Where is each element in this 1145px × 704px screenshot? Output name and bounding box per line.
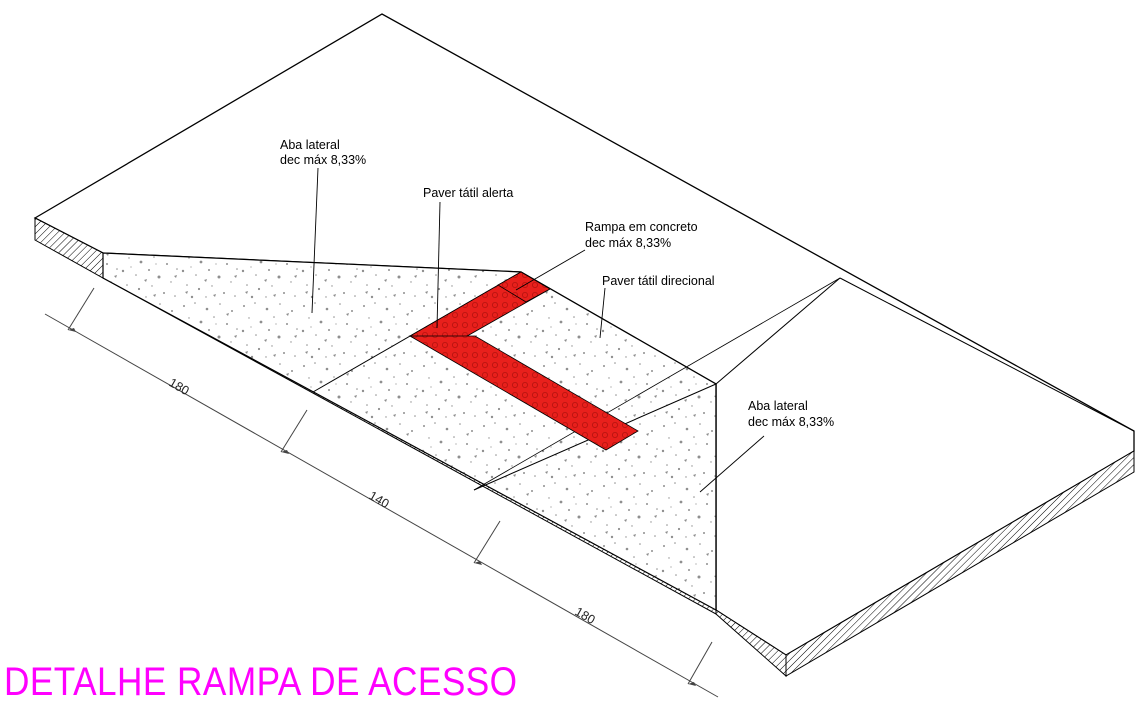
tactile-paver-alert — [497, 271, 551, 303]
label-aba-lateral-left: Aba lateral dec máx 8,33% — [280, 138, 366, 167]
dimension-180-right: 180 — [573, 604, 598, 627]
drawing-title: DETALHE RAMPA DE ACESSO — [4, 660, 518, 704]
leader-line — [599, 287, 606, 339]
dimension-line — [44, 313, 719, 698]
leader-line — [311, 167, 319, 314]
label-rampa-concreto: Rampa em concreto dec máx 8,33% — [585, 220, 701, 250]
label-paver-tatil-alerta: Paver tátil alerta — [423, 186, 513, 200]
ramp-top-line — [715, 277, 841, 385]
ramp-top-line — [839, 277, 1135, 432]
label-aba-lateral-right: Aba lateral dec máx 8,33% — [748, 399, 834, 429]
leader-line — [515, 249, 586, 291]
dimension-180-left: 180 — [167, 375, 192, 398]
leader-line — [436, 201, 441, 329]
leader-line — [699, 435, 765, 493]
dimension-ticks — [67, 287, 713, 685]
slab-side-edge — [785, 450, 1135, 677]
dimension-140: 140 — [367, 488, 392, 511]
ramp-top-line — [473, 277, 841, 491]
tactile-paver-directional — [408, 335, 639, 451]
dimension-arrows — [68, 328, 696, 686]
label-paver-tatil-direcional: Paver tátil direcional — [602, 274, 715, 288]
